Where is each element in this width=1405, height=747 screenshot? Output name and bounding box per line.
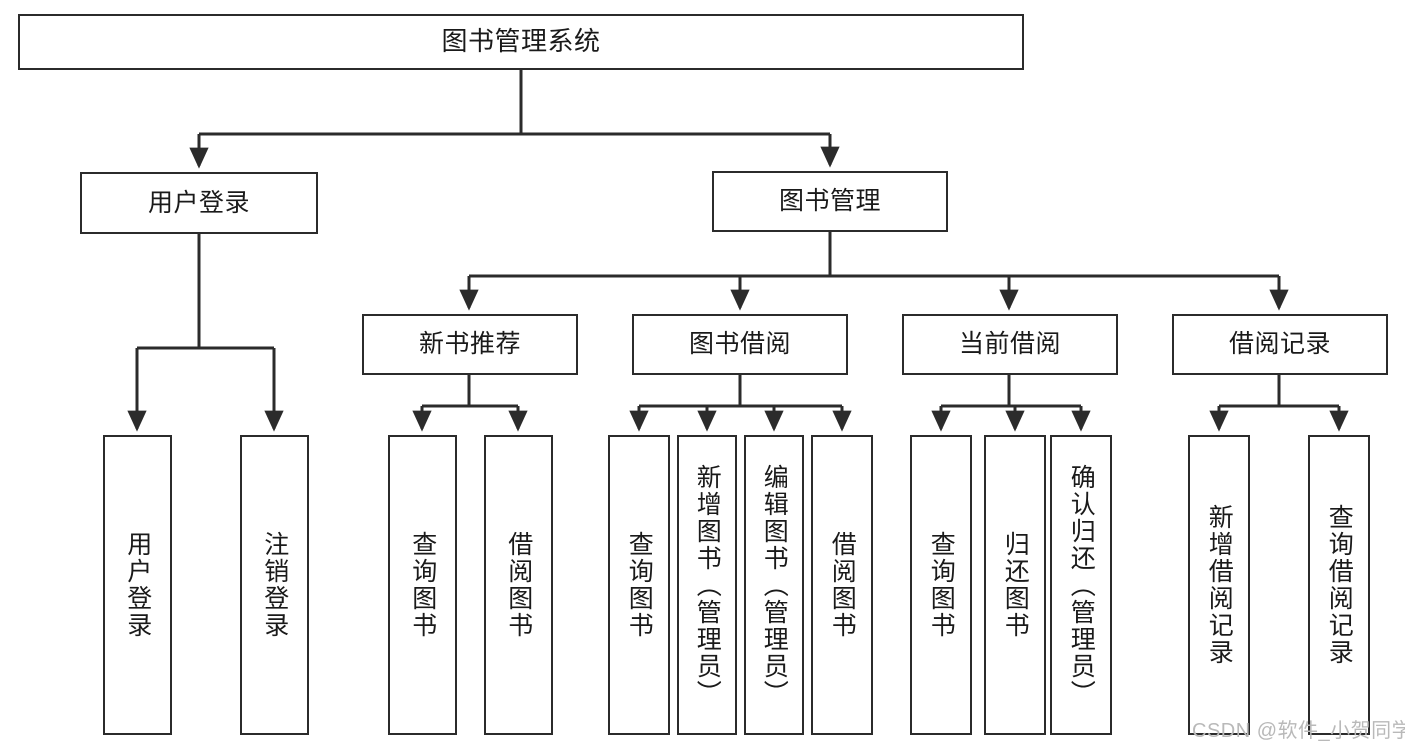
- leaf-query-borrow-record-label: 查询借阅记录: [1325, 504, 1354, 666]
- leaf-borrow-books-borrow-label: 借阅图书: [828, 531, 857, 639]
- node-current-borrowing[interactable]: 当前借阅: [902, 314, 1118, 375]
- leaf-return-books[interactable]: 归还图书: [984, 435, 1046, 735]
- node-root-label: 图书管理系统: [441, 26, 601, 57]
- leaf-borrow-books-new[interactable]: 借阅图书: [484, 435, 553, 735]
- leaf-add-borrow-record[interactable]: 新增借阅记录: [1188, 435, 1250, 735]
- leaf-query-books-current[interactable]: 查询图书: [910, 435, 972, 735]
- node-new-book-recommendation-label: 新书推荐: [418, 330, 521, 359]
- leaf-confirm-return-admin[interactable]: 确认归还（管理员）: [1050, 435, 1112, 735]
- node-user-login-label: 用户登录: [147, 188, 250, 217]
- leaf-query-books-new[interactable]: 查询图书: [388, 435, 457, 735]
- leaf-user-login-label: 用户登录: [123, 531, 152, 639]
- leaf-query-books-borrow[interactable]: 查询图书: [608, 435, 670, 735]
- node-current-borrowing-label: 当前借阅: [958, 330, 1061, 359]
- leaf-edit-book-admin[interactable]: 编辑图书（管理员）: [744, 435, 804, 735]
- node-root[interactable]: 图书管理系统: [18, 14, 1024, 70]
- leaf-add-book-admin-label: 新增图书（管理员）: [693, 463, 722, 707]
- node-book-borrowing[interactable]: 图书借阅: [632, 314, 848, 375]
- node-book-management-label: 图书管理: [778, 187, 881, 216]
- leaf-query-borrow-record[interactable]: 查询借阅记录: [1308, 435, 1370, 735]
- leaf-query-books-current-label: 查询图书: [927, 531, 956, 639]
- leaf-add-borrow-record-label: 新增借阅记录: [1205, 504, 1234, 666]
- leaf-query-books-new-label: 查询图书: [408, 531, 437, 639]
- leaf-return-books-label: 归还图书: [1001, 531, 1030, 639]
- leaf-query-books-borrow-label: 查询图书: [625, 531, 654, 639]
- leaf-user-login[interactable]: 用户登录: [103, 435, 172, 735]
- leaf-logout-label: 注销登录: [260, 531, 289, 639]
- leaf-borrow-books-new-label: 借阅图书: [504, 531, 533, 639]
- leaf-confirm-return-admin-label: 确认归还（管理员）: [1067, 463, 1096, 707]
- node-book-management[interactable]: 图书管理: [712, 171, 948, 232]
- node-new-book-recommendation[interactable]: 新书推荐: [362, 314, 578, 375]
- leaf-logout[interactable]: 注销登录: [240, 435, 309, 735]
- csdn-watermark: CSDN @软件_小贺同学: [1192, 720, 1405, 742]
- node-borrowing-records-label: 借阅记录: [1228, 330, 1331, 359]
- node-user-login[interactable]: 用户登录: [80, 172, 318, 234]
- leaf-edit-book-admin-label: 编辑图书（管理员）: [760, 463, 789, 707]
- leaf-borrow-books-borrow[interactable]: 借阅图书: [811, 435, 873, 735]
- leaf-add-book-admin[interactable]: 新增图书（管理员）: [677, 435, 737, 735]
- node-book-borrowing-label: 图书借阅: [688, 330, 791, 359]
- node-borrowing-records[interactable]: 借阅记录: [1172, 314, 1388, 375]
